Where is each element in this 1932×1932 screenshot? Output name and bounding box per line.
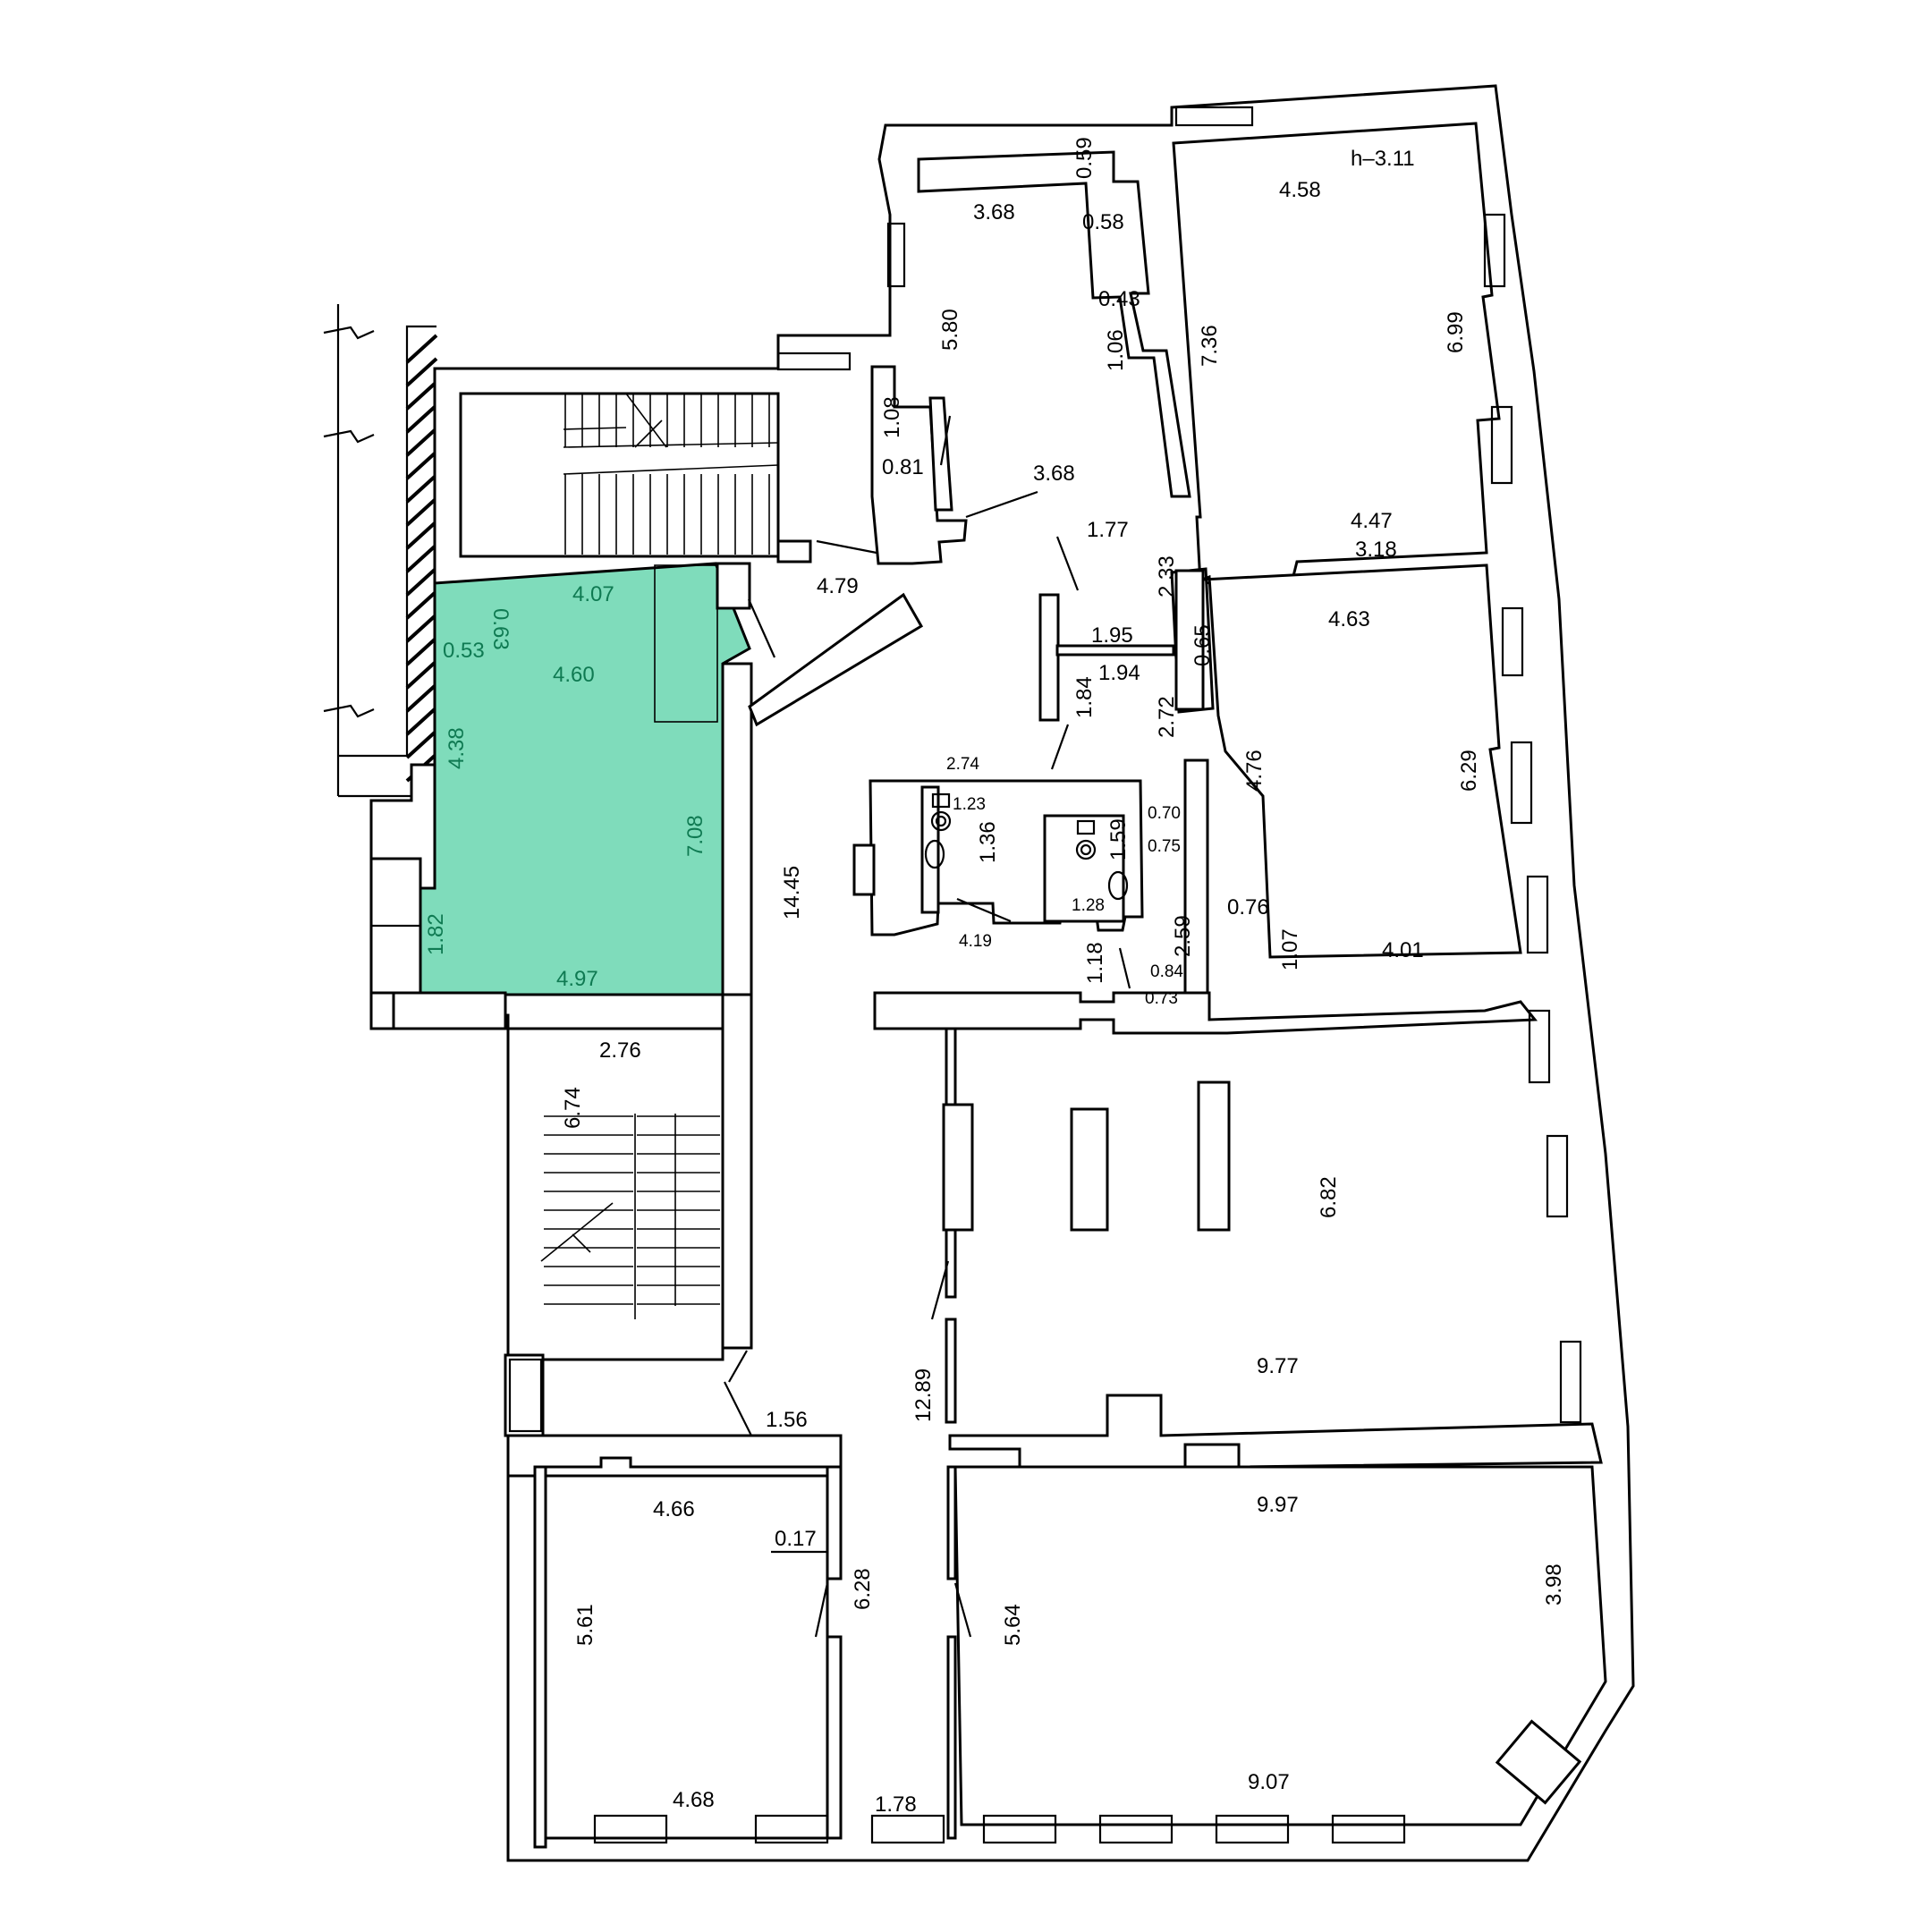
dim-1-77: 1.77	[1087, 518, 1129, 542]
dim-1-84: 1.84	[1072, 676, 1097, 718]
dim-5-61: 5.61	[573, 1604, 597, 1646]
dim-9-77: 9.77	[1257, 1354, 1299, 1378]
dim-3-68-mid: 3.68	[1033, 462, 1075, 486]
dim-1-94: 1.94	[1098, 661, 1140, 685]
dim-7-08: 7.08	[683, 815, 708, 857]
hatch-line	[405, 473, 438, 504]
dim-1-56: 1.56	[766, 1408, 808, 1432]
dim-4-76: 4.76	[1242, 750, 1267, 792]
hatch-line	[405, 380, 438, 411]
dim-0-76: 0.76	[1227, 895, 1269, 919]
hatch-line	[405, 543, 438, 573]
dim-4-79: 4.79	[817, 574, 859, 598]
dim-2-33: 2.33	[1155, 555, 1179, 597]
hatch-line	[405, 706, 438, 736]
dim-1-95: 1.95	[1091, 623, 1133, 648]
doors	[724, 415, 1131, 1638]
dim-1-36: 1.36	[976, 821, 1000, 863]
dim-6-28: 6.28	[851, 1568, 875, 1610]
dim-2-76: 2.76	[599, 1038, 641, 1063]
dim-12-89: 12.89	[911, 1368, 936, 1422]
dim-0-63: 0.63	[488, 608, 513, 650]
dim-4-47: 4.47	[1351, 509, 1393, 533]
toilet-fixtures	[924, 792, 1129, 901]
dim-4-19: 4.19	[959, 932, 992, 951]
hatch-line	[405, 520, 438, 550]
dim-0-59: 0.59	[1072, 137, 1097, 179]
dim-14-45: 14.45	[780, 866, 804, 919]
dim-6-74: 6.74	[561, 1087, 585, 1129]
dim-0-65: 0.65	[1191, 624, 1215, 666]
dim-3-68-top: 3.68	[973, 200, 1015, 225]
hatch-line	[405, 450, 438, 480]
hatch-line	[405, 682, 438, 713]
dim-0-84: 0.84	[1150, 962, 1183, 981]
dim-6-29: 6.29	[1457, 750, 1481, 792]
dim-0-73: 0.73	[1145, 989, 1178, 1008]
hatch-line	[405, 636, 438, 666]
dim-4-01: 4.01	[1382, 938, 1424, 962]
interior-walls	[369, 122, 1607, 1849]
windows	[369, 106, 1582, 1844]
dim-0-70: 0.70	[1148, 804, 1181, 823]
dim-1-18: 1.18	[1083, 942, 1107, 984]
hatch-line	[405, 589, 438, 620]
stair-lower	[540, 1114, 720, 1319]
dim-4-97: 4.97	[556, 967, 598, 991]
dim-7-36: 7.36	[1198, 325, 1222, 367]
dim-0-81: 0.81	[882, 455, 924, 479]
dim-0-43: 0.43	[1098, 287, 1140, 311]
hatch-line	[405, 659, 438, 690]
dim-6-82: 6.82	[1317, 1176, 1341, 1218]
dim-2-74: 2.74	[946, 755, 979, 774]
dim-1-78: 1.78	[875, 1792, 917, 1817]
dim-4-68: 4.68	[673, 1788, 715, 1812]
dim-0-17: 0.17	[775, 1527, 817, 1551]
dim-5-64: 5.64	[1001, 1604, 1025, 1646]
dim-2-72: 2.72	[1155, 696, 1179, 738]
hatch-line	[405, 496, 438, 527]
dim-1-23: 1.23	[953, 795, 986, 814]
dim-1-82: 1.82	[424, 913, 448, 955]
dim-9-97: 9.97	[1257, 1493, 1299, 1517]
hatch-line	[405, 403, 438, 434]
dim-9-07: 9.07	[1248, 1770, 1290, 1794]
dim-2-59: 2.59	[1171, 915, 1195, 957]
dim-1-28: 1.28	[1072, 896, 1105, 915]
height-note: h–3.11	[1351, 147, 1415, 171]
dim-4-07: 4.07	[572, 582, 614, 606]
dim-4-60: 4.60	[553, 663, 595, 687]
hatch-line	[405, 566, 438, 597]
dim-4-66: 4.66	[653, 1497, 695, 1521]
dim-1-59: 1.59	[1106, 818, 1131, 860]
dim-0-58: 0.58	[1082, 210, 1124, 234]
dim-0-75: 0.75	[1148, 837, 1181, 856]
hatch-line	[405, 334, 438, 364]
dim-5-80: 5.80	[938, 309, 962, 351]
dim-1-08: 1.08	[880, 396, 904, 438]
dim-1-07: 1.07	[1278, 928, 1302, 970]
dim-4-63: 4.63	[1328, 607, 1370, 631]
hatch-line	[405, 357, 438, 387]
dim-4-38: 4.38	[445, 727, 469, 769]
stair-upper	[563, 393, 779, 555]
dim-0-53: 0.53	[443, 639, 485, 663]
dim-6-99: 6.99	[1444, 311, 1468, 353]
dim-3-98: 3.98	[1542, 1563, 1566, 1606]
dimension-labels: 3.68 0.59 0.58 0.43 1.06 5.80 7.36 h–3.1…	[424, 137, 1566, 1817]
dim-3-18: 3.18	[1355, 538, 1397, 562]
hatch-line	[405, 613, 438, 643]
hatch-line	[405, 729, 438, 759]
dim-4-58: 4.58	[1279, 178, 1321, 202]
dim-1-06: 1.06	[1104, 329, 1128, 371]
stair-step	[563, 442, 779, 448]
hatch-line	[405, 427, 438, 457]
adjacent-wall-hatch	[323, 304, 438, 806]
